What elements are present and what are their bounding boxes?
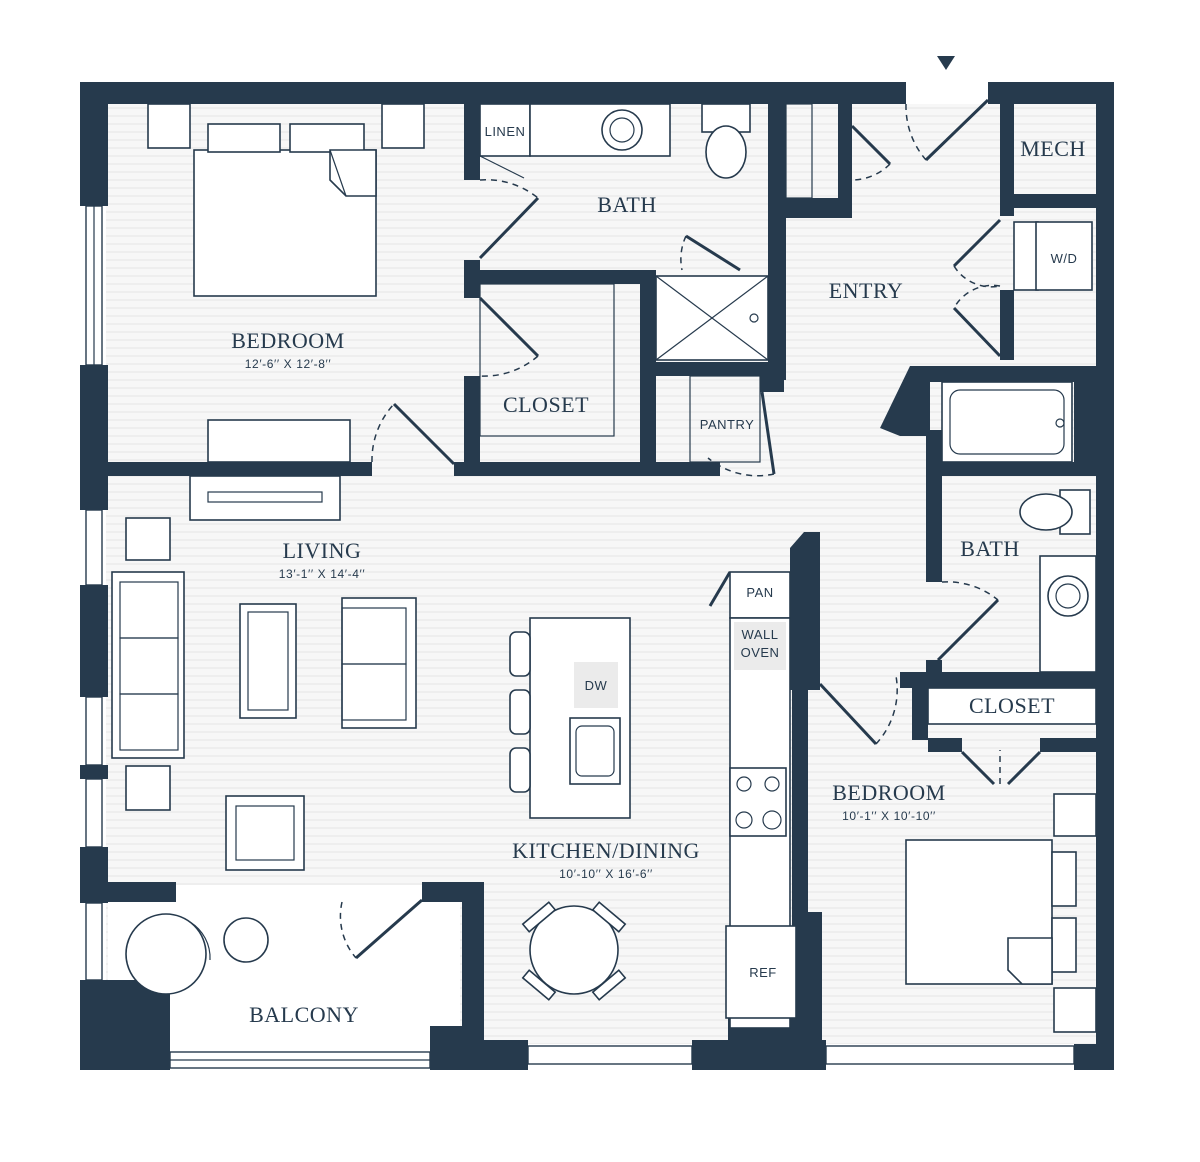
living-label: LIVING <box>283 538 362 563</box>
fixture-labels: PAN WALL OVEN DW REF <box>585 585 780 980</box>
pantry-label: PANTRY <box>700 417 755 432</box>
dw-label: DW <box>585 678 608 693</box>
pan-label: PAN <box>746 585 773 600</box>
living-furniture <box>111 475 417 871</box>
bath-main-fixtures <box>479 103 769 361</box>
ref-label: REF <box>749 965 777 980</box>
wall-oven-label-line2: OVEN <box>741 645 780 660</box>
doors <box>339 98 1042 960</box>
bedroom-main-furniture <box>147 103 425 463</box>
room-labels: BEDROOM 12′-6′′ X 12′-8′′ BATH LINEN CLO… <box>231 124 1086 1027</box>
bath-second-label: BATH <box>960 536 1019 561</box>
entry-arrow-icon <box>937 56 955 70</box>
entry-label: ENTRY <box>829 278 904 303</box>
bedroom-second-furniture <box>905 793 1097 1033</box>
bath-second-fixtures <box>927 381 1097 725</box>
balcony-label: BALCONY <box>249 1002 359 1027</box>
balcony-furniture <box>125 913 269 995</box>
windows <box>85 205 1075 1069</box>
entry-fixtures <box>785 103 1093 291</box>
bedroom-main-label: BEDROOM <box>231 328 345 353</box>
mech-label: MECH <box>1020 136 1086 161</box>
living-dimensions: 13′-1′′ X 14′-4′′ <box>279 567 366 581</box>
bath-main-label: BATH <box>597 192 656 217</box>
bedroom-second-dimensions: 10′-1′′ X 10′-10′′ <box>842 809 936 823</box>
bedroom-main-dimensions: 12′-6′′ X 12′-8′′ <box>245 357 332 371</box>
closet-second-label: CLOSET <box>969 693 1055 718</box>
wall-oven-label-line1: WALL <box>742 627 779 642</box>
pantry-outline <box>689 375 761 463</box>
linen-label: LINEN <box>485 124 526 139</box>
bedroom-second-label: BEDROOM <box>832 780 946 805</box>
wd-label: W/D <box>1051 251 1078 266</box>
kitchen-furniture <box>509 571 797 1029</box>
closet-main-label: CLOSET <box>503 392 589 417</box>
kitchen-dimensions: 10′-10′′ X 16′-6′′ <box>559 867 653 881</box>
kitchen-label: KITCHEN/DINING <box>512 838 700 863</box>
interior-walls <box>80 96 1096 1070</box>
